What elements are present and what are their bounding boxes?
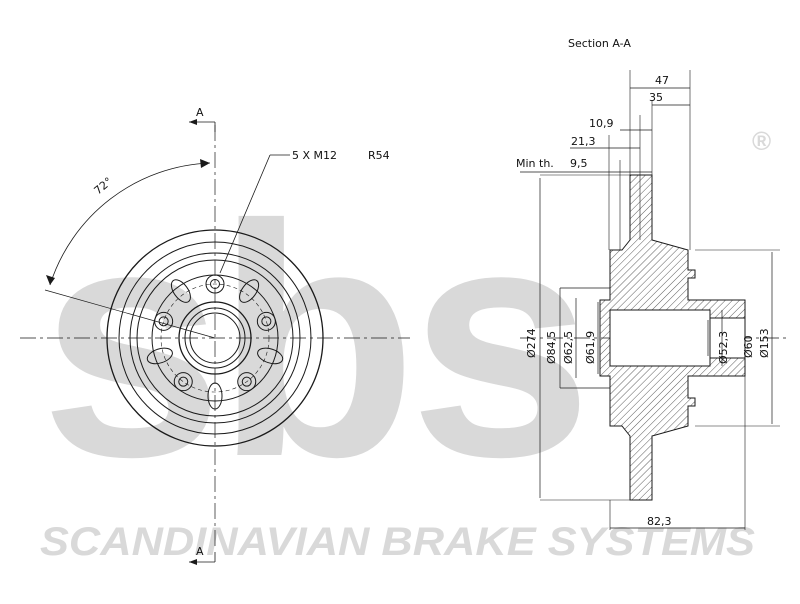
dim-label-35: 35 — [649, 91, 663, 104]
bolt-hole — [261, 316, 272, 327]
bolt-leader-line — [219, 154, 271, 274]
registered-mark: ® — [752, 126, 771, 156]
dim-label-153: Ø153 — [758, 328, 771, 358]
hub-window — [170, 279, 191, 303]
watermark: sbs ® SCANDINAVIAN BRAKE SYSTEMS — [40, 126, 771, 564]
dim-label-274: Ø274 — [525, 328, 538, 358]
angle-arrow-right — [200, 159, 210, 168]
dim-label-61-9: Ø61,9 — [584, 331, 597, 364]
bolt-boss — [205, 274, 225, 294]
section-label-top: A — [196, 106, 204, 119]
dim-label-21-3: 21,3 — [571, 135, 596, 148]
bolt-hole — [210, 279, 220, 289]
section-label-bottom: A — [196, 545, 204, 558]
hub-flange — [136, 259, 294, 417]
section-view — [520, 70, 790, 530]
section-arrowhead-bottom — [189, 559, 197, 565]
center-bore-inner — [184, 307, 246, 369]
section-title: Section A-A — [568, 37, 631, 50]
dim-label-47: 47 — [655, 74, 669, 87]
angle-ref-line — [44, 289, 216, 339]
center-bore-outer — [178, 301, 252, 375]
bolt-boss — [237, 372, 257, 392]
bolt-holes — [154, 274, 276, 392]
hub-window — [146, 347, 173, 365]
dim-label-60: Ø60 — [742, 335, 755, 358]
extension-lines — [540, 70, 780, 530]
angle-arc — [49, 162, 211, 286]
bolt-hole — [241, 376, 252, 387]
hub-window — [257, 347, 284, 365]
bolt-hole — [178, 376, 189, 387]
dim-label-84-5: Ø84,5 — [545, 331, 558, 364]
hub-window — [207, 382, 223, 410]
dimension-lines — [520, 87, 773, 529]
section-view-labels: Section A-A 47 35 10,9 21,3 Min th. 9,5 … — [516, 37, 771, 528]
min-thickness-value: 9,5 — [570, 157, 588, 170]
sbs-logo-watermark: sbs — [40, 156, 585, 525]
dim-label-52-3: Ø52,3 — [717, 331, 730, 364]
radius-label: R54 — [368, 149, 390, 162]
hat-outer-edge — [129, 252, 301, 424]
hub-window — [239, 279, 260, 303]
dim-label-82-3: 82,3 — [647, 515, 672, 528]
hub-windows — [146, 279, 284, 410]
hub-bore — [609, 309, 711, 367]
center-bore-seat — [189, 312, 241, 364]
bolt-pattern-label: 5 X M12 — [292, 149, 337, 162]
disc-inner-friction-edge — [118, 241, 312, 435]
brand-line: SCANDINAVIAN BRAKE SYSTEMS — [40, 520, 755, 564]
disc-outer-edge — [106, 229, 324, 447]
bearing-seat — [709, 317, 746, 359]
section-arrowhead-top — [189, 119, 197, 125]
dim-label-62-5: Ø62,5 — [562, 331, 575, 364]
bolt-boss — [173, 372, 193, 392]
angle-arrow-left — [46, 275, 55, 285]
front-view — [20, 119, 410, 565]
dim-label-10-9: 10,9 — [589, 117, 614, 130]
bolt-circle — [160, 283, 270, 393]
bolt-boss — [256, 311, 276, 331]
bolt-hole — [158, 316, 169, 327]
min-thickness-label: Min th. — [516, 157, 554, 170]
